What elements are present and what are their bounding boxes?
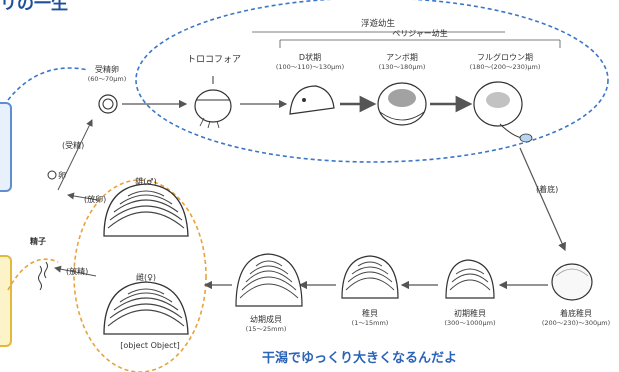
d-shaped-label: D状期 xyxy=(298,53,322,62)
blue-dashed-arc xyxy=(7,67,89,101)
fertilization-label: (受精) xyxy=(62,141,85,150)
young-adult-label: 幼期成貝 xyxy=(250,315,282,324)
egg-label: 卵 xyxy=(58,171,66,180)
d-shaped-size: (100〜110)〜130μm) xyxy=(275,63,345,71)
fertilized-egg-label: 受精卵 xyxy=(95,65,119,74)
full-grown-larva-drawing xyxy=(473,81,533,143)
male-label: 雄(♂) xyxy=(135,177,157,186)
veliger-larvae-label: ベリジャー幼生 xyxy=(392,29,448,38)
full-grown-label: フルグロウン期 xyxy=(477,53,533,62)
trochophore-drawing xyxy=(194,76,232,129)
young-adult-size: (15〜25mm) xyxy=(245,325,287,333)
trochophore-label: トロコフォア xyxy=(186,55,242,65)
spawning-label: (放卵) xyxy=(84,195,107,204)
settled-juvenile-drawing xyxy=(551,263,593,301)
settled-juvenile-label: 着底稚貝 xyxy=(560,309,592,318)
umbo-size: (130〜180μm) xyxy=(378,63,426,71)
egg-dot xyxy=(47,170,57,180)
female-label: 雌(♀) xyxy=(135,273,157,282)
sperm-release-label: (放精) xyxy=(66,267,89,276)
caption: 干潟でゆっくり大きくなるんだよ xyxy=(262,351,458,366)
sperm-drawing xyxy=(38,265,42,291)
planktonic-larvae-region xyxy=(135,0,609,163)
adult-region xyxy=(73,179,207,372)
settled-juvenile-size: (200〜230)〜300μm) xyxy=(541,319,611,327)
young-adult-drawing xyxy=(235,253,303,307)
planktonic-larvae-label: 浮遊幼生 xyxy=(360,19,396,29)
adult-female-drawing xyxy=(103,281,189,335)
sperm-label: 精子 xyxy=(30,237,46,246)
adult-male-drawing xyxy=(103,183,189,237)
umbo-larva-drawing xyxy=(377,82,427,126)
settlement-label: (着底) xyxy=(536,185,559,194)
fertilized-egg-drawing xyxy=(98,94,118,114)
side-panel-yellow xyxy=(0,255,12,347)
full-grown-size: (180〜(200〜230)μm) xyxy=(469,63,541,71)
umbo-label: アンボ期 xyxy=(386,53,418,62)
juvenile-size: (1〜15mm) xyxy=(351,319,389,327)
d-shaped-larva-drawing xyxy=(289,85,335,115)
early-juvenile-size: (300〜1000μm) xyxy=(444,319,496,327)
juvenile-label: 稚貝 xyxy=(362,309,378,318)
fertilized-egg-size: (60〜70μm) xyxy=(87,75,127,83)
juvenile-drawing xyxy=(341,255,399,299)
early-juvenile-drawing xyxy=(445,259,495,299)
side-panel-blue xyxy=(0,102,12,192)
page-title: リの一生 xyxy=(0,0,68,14)
adult-label: [object Object] xyxy=(120,341,180,350)
orange-dashed-arc xyxy=(7,258,59,291)
early-juvenile-label: 初期稚貝 xyxy=(454,309,486,318)
